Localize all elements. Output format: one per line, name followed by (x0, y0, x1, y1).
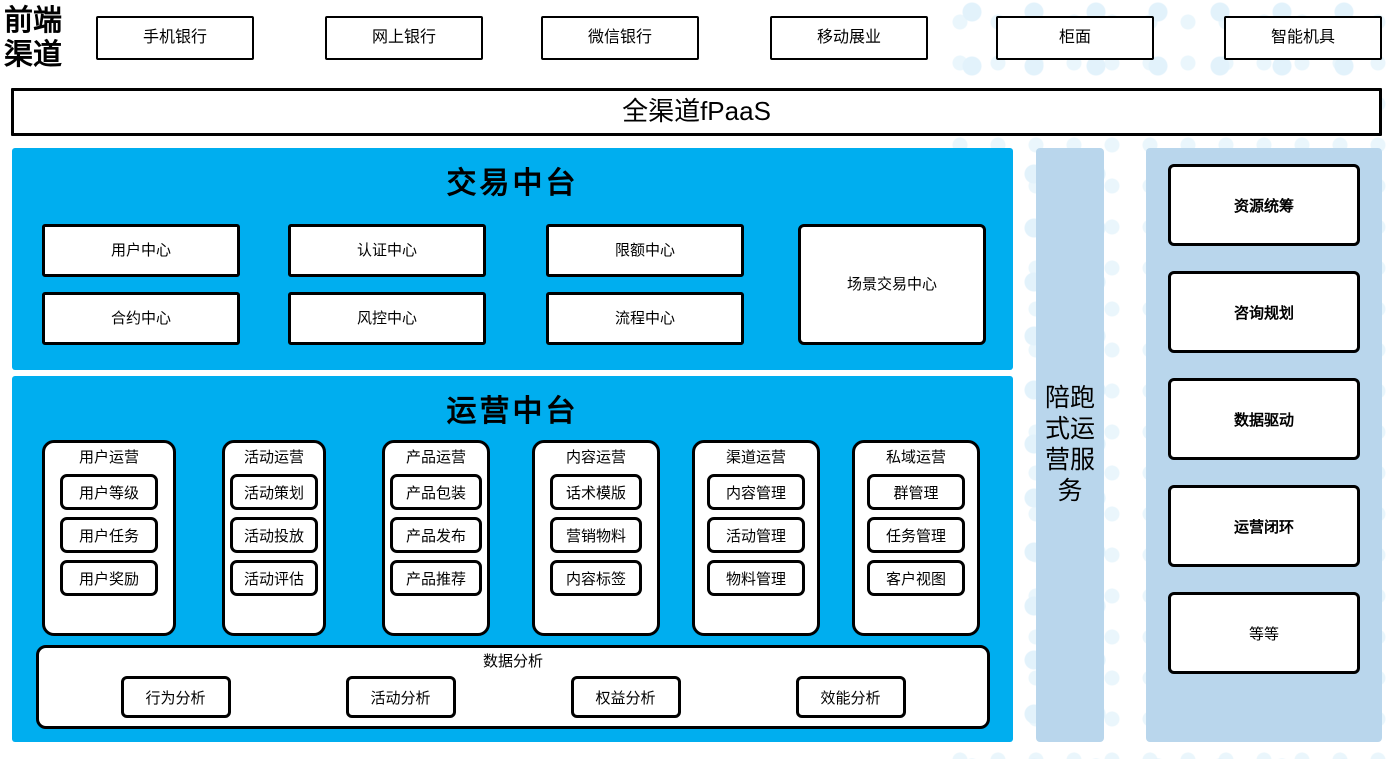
ops-column-item: 用户等级 (60, 474, 158, 510)
ops-column-title: 活动运营 (243, 449, 304, 466)
front-channel-item-label: 手机银行 (142, 28, 207, 46)
capability-column: 资源统筹咨询规划数据驱动运营闭环等等 (1146, 148, 1382, 742)
ops-column-item: 客户视图 (867, 560, 965, 596)
ops-column: 用户运营用户等级用户任务用户奖励 (42, 440, 176, 636)
ops-column-item: 话术模版 (550, 474, 642, 510)
front-channel-item: 柜面 (996, 16, 1154, 60)
accompanying-service-label: 陪跑式运营服务 (1045, 384, 1096, 505)
front-channel-item-label: 移动展业 (816, 28, 881, 46)
trade-center-box-label: 风控中心 (356, 309, 417, 327)
front-channel-item: 网上银行 (325, 16, 483, 60)
front-channel-item-label: 网上银行 (371, 28, 436, 46)
ops-column: 私域运营群管理任务管理客户视图 (852, 440, 980, 636)
front-channel-item: 微信银行 (541, 16, 699, 60)
ops-column-title: 内容运营 (565, 449, 626, 466)
capability-item: 数据驱动 (1168, 378, 1360, 460)
ops-column-item: 内容管理 (707, 474, 805, 510)
ops-column-title: 用户运营 (78, 449, 139, 466)
ops-column-title: 私域运营 (885, 449, 946, 466)
trade-center-box: 流程中心 (546, 292, 744, 345)
ops-column-title: 产品运营 (405, 449, 466, 466)
front-channel-item: 移动展业 (770, 16, 928, 60)
data-analysis-title: 数据分析 (482, 653, 543, 670)
trade-center-box-label: 认证中心 (356, 241, 417, 259)
trade-center-box-label: 合约中心 (110, 309, 171, 327)
ops-column-item: 产品包装 (390, 474, 482, 510)
capability-item: 等等 (1168, 592, 1360, 674)
trade-center-box-label: 流程中心 (614, 309, 675, 327)
data-analysis-box: 数据分析 行为分析 活动分析 权益分析 效能分析 (36, 645, 990, 729)
ops-column: 产品运营产品包装产品发布产品推荐 (382, 440, 490, 636)
ops-column-item: 用户奖励 (60, 560, 158, 596)
ops-column-item: 用户任务 (60, 517, 158, 553)
ops-center-title: 运营中台 (446, 395, 579, 428)
ops-column-item: 活动策划 (230, 474, 318, 510)
omnichannel-fpaas-bar: 全渠道fPaaS (11, 88, 1382, 136)
ops-column-item: 活动评估 (230, 560, 318, 596)
data-analysis-item: 效能分析 (795, 676, 906, 718)
trade-center-title: 交易中台 (446, 167, 579, 200)
ops-column-item: 产品发布 (390, 517, 482, 553)
ops-column-title: 渠道运营 (725, 449, 786, 466)
front-channel-item-label: 智能机具 (1270, 28, 1335, 46)
data-analysis-item: 权益分析 (570, 676, 681, 718)
capability-item: 资源统筹 (1168, 164, 1360, 246)
front-channel-label: 前端渠道 (4, 5, 63, 71)
ops-column-item: 任务管理 (867, 517, 965, 553)
ops-column-item: 营销物料 (550, 517, 642, 553)
trade-center-box: 用户中心 (42, 224, 240, 277)
accompanying-service-column: 陪跑式运营服务 (1036, 148, 1104, 742)
capability-item: 运营闭环 (1168, 485, 1360, 567)
ops-column-item: 群管理 (867, 474, 965, 510)
data-analysis-item: 活动分析 (345, 676, 456, 718)
scene-transaction-center-box: 场景交易中心 (798, 224, 986, 345)
ops-column-item: 活动管理 (707, 517, 805, 553)
ops-column-item: 产品推荐 (390, 560, 482, 596)
capability-item: 咨询规划 (1168, 271, 1360, 353)
trade-center-box-label: 用户中心 (110, 241, 171, 259)
trade-center-box-label: 限额中心 (614, 241, 675, 259)
data-analysis-item: 行为分析 (120, 676, 231, 718)
front-channel-item-label: 微信银行 (587, 28, 652, 46)
trade-center-box: 风控中心 (288, 292, 486, 345)
ops-column-item: 内容标签 (550, 560, 642, 596)
ops-column: 活动运营活动策划活动投放活动评估 (222, 440, 326, 636)
ops-column-item: 活动投放 (230, 517, 318, 553)
ops-column-item: 物料管理 (707, 560, 805, 596)
scene-transaction-center-label: 场景交易中心 (846, 275, 937, 293)
trade-center-box: 认证中心 (288, 224, 486, 277)
ops-column: 内容运营话术模版营销物料内容标签 (532, 440, 660, 636)
front-channel-item: 手机银行 (96, 16, 254, 60)
trade-center-box: 合约中心 (42, 292, 240, 345)
front-channel-item-label: 柜面 (1058, 28, 1091, 46)
data-analysis-items: 行为分析 活动分析 权益分析 效能分析 (39, 676, 987, 718)
trade-center-box: 限额中心 (546, 224, 744, 277)
ops-column: 渠道运营内容管理活动管理物料管理 (692, 440, 820, 636)
front-channel-item: 智能机具 (1224, 16, 1382, 60)
